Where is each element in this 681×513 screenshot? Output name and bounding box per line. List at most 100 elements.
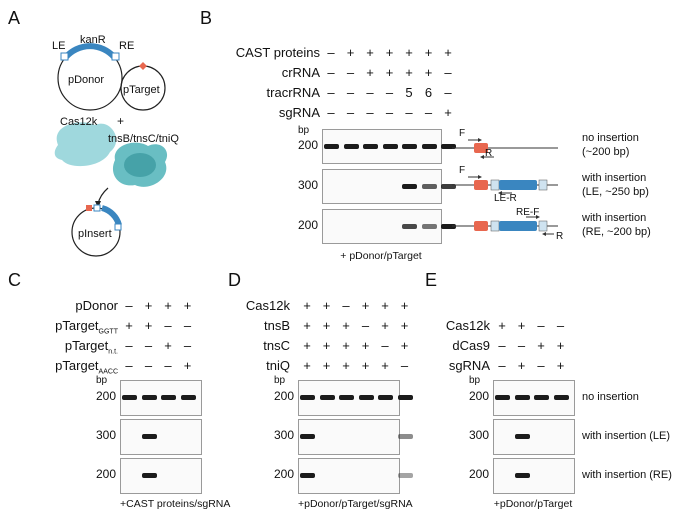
E-bp-label: bp — [469, 375, 481, 386]
row-label-text: dCas9 — [452, 338, 490, 353]
B-mark: + — [444, 45, 452, 60]
C-row-label: pTargetn.t. — [0, 338, 118, 356]
B-mark: – — [366, 85, 374, 100]
C-bp-label: bp — [96, 375, 108, 386]
B-gel-image — [322, 209, 456, 244]
B-caption: + pDonor/pTarget — [340, 250, 422, 262]
panel-b-constructs — [452, 138, 558, 236]
row-label-text: Cas12k — [445, 318, 490, 333]
B-mark: 6 — [424, 85, 433, 100]
B-bp-label: bp — [298, 125, 310, 136]
E-mark: – — [537, 358, 545, 373]
B-mark: + — [366, 45, 374, 60]
C-mark: – — [183, 338, 192, 353]
B-gel-band — [421, 183, 437, 189]
E-mark: + — [517, 358, 526, 373]
annotation-line-1: with insertion (RE) — [582, 469, 672, 481]
row-label-text: pTarget — [64, 338, 109, 353]
panel-b-letter: B — [200, 8, 213, 28]
E-band-annotation: with insertion (LE) — [582, 429, 670, 443]
row-label-text: tracrRNA — [266, 85, 320, 100]
C-mark: + — [183, 358, 192, 373]
B-mark: – — [444, 85, 452, 100]
E-gel-band — [514, 395, 530, 400]
primer-r1: R — [485, 148, 493, 159]
D-gel-band — [397, 395, 413, 400]
B-row-label: CAST proteins — [160, 45, 320, 60]
E-mark: + — [556, 358, 565, 373]
D-mark: + — [322, 298, 331, 313]
C-size-marker: 200 — [95, 467, 116, 481]
row-label-text: pDonor — [75, 298, 118, 313]
cas12k-protein-icon — [54, 122, 117, 167]
D-mark: + — [303, 358, 311, 373]
row-label-text: pTarget — [55, 318, 99, 333]
B-row-label: tracrRNA — [160, 85, 320, 100]
B-gel-band — [441, 223, 456, 229]
B-mark: + — [424, 45, 433, 60]
B-gel-band — [441, 143, 456, 149]
B-mark: – — [444, 65, 452, 80]
B-mark: + — [405, 45, 413, 60]
C-mark: – — [125, 338, 133, 353]
B-gel-image — [322, 129, 456, 164]
B-mark: – — [385, 85, 394, 100]
C-mark: – — [183, 318, 192, 333]
annotation-line-1: with insertion (LE) — [582, 430, 671, 442]
D-gel-image — [298, 458, 413, 494]
E-mark: + — [517, 318, 526, 333]
C-mark: – — [164, 318, 172, 333]
row-label-text: CAST proteins — [235, 45, 320, 60]
E-row-label: Cas12k — [330, 318, 490, 333]
kanr-cassette — [63, 43, 117, 60]
row-label-text: pTarget — [55, 358, 99, 373]
row-label-text: tnsB — [263, 318, 290, 333]
primer-f1: F — [459, 128, 466, 139]
C-gel-image — [120, 419, 202, 455]
panel-a-schematic — [54, 43, 168, 257]
label-re: RE — [119, 40, 135, 52]
D-row-label: tnsC — [130, 338, 290, 353]
C-gel-band — [161, 395, 176, 400]
D-row-label: tnsB — [130, 318, 290, 333]
annotation-line-1: with insertion — [582, 172, 647, 184]
E-size-marker: 300 — [468, 428, 489, 442]
E-size-marker: 200 — [468, 467, 489, 481]
label-ptarget: pTarget — [123, 84, 160, 96]
D-gel-band — [397, 434, 413, 439]
label-pinsert: pInsert — [78, 228, 112, 240]
B-band-annotation: with insertion(LE, ~250 bp) — [582, 171, 649, 199]
inserted-kanr — [101, 205, 122, 226]
E-gel-band — [553, 395, 569, 400]
C-mark: + — [144, 318, 153, 333]
B-gel-band — [441, 183, 456, 189]
row-label-subscript: AACC — [98, 368, 118, 376]
E-gel-band — [495, 395, 510, 400]
B-mark: – — [346, 85, 355, 100]
B-gel-band — [382, 143, 398, 149]
label-kanr: kanR — [80, 34, 106, 46]
target-site-marker — [139, 62, 147, 70]
C-mark: + — [144, 298, 153, 313]
D-gel-band — [300, 473, 315, 478]
primer-r3: R — [556, 231, 564, 242]
D-mark: + — [322, 318, 331, 333]
B-gel-band — [421, 223, 437, 229]
E-mark: – — [537, 318, 545, 333]
B-mark: 5 — [405, 85, 413, 100]
B-gel-image — [322, 169, 456, 204]
E-mark: + — [537, 338, 545, 353]
D-row-label: Cas12k — [130, 298, 290, 313]
C-row-label: pTargetGGTT — [0, 318, 118, 336]
D-mark: + — [361, 358, 370, 373]
C-mark: – — [125, 358, 133, 373]
row-label-text: tniQ — [266, 358, 290, 373]
E-gel-image — [493, 458, 575, 494]
B-size-marker: 200 — [297, 137, 318, 152]
D-mark: + — [303, 298, 311, 313]
E-mark: + — [556, 338, 565, 353]
D-gel-band — [319, 395, 335, 400]
C-gel-band — [141, 473, 157, 478]
D-gel-image — [298, 380, 413, 416]
E-band-annotation: with insertion (RE) — [582, 468, 672, 482]
